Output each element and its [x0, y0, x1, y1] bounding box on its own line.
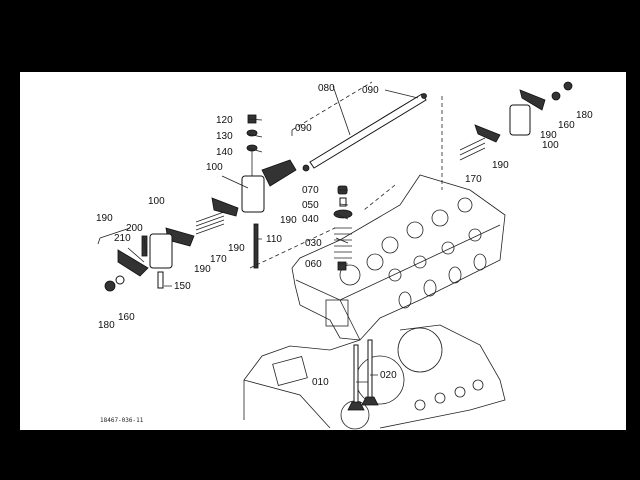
label-200: 200	[126, 223, 143, 234]
rocker-assemblies	[104, 81, 573, 292]
label-170: 170	[210, 254, 227, 265]
label-080: 080	[318, 83, 335, 94]
cylinder-block	[243, 324, 506, 430]
label-090: 090	[295, 123, 312, 134]
label-130: 130	[216, 131, 233, 142]
leader-lines	[97, 81, 443, 383]
label-100: 100	[148, 196, 165, 207]
label-190: 190	[96, 213, 113, 224]
label-070: 070	[302, 185, 319, 196]
drawing-code: 18467-036-11	[100, 417, 144, 424]
label-010: 010	[312, 377, 329, 388]
label-030: 030	[305, 238, 322, 249]
label-150: 150	[174, 281, 191, 292]
valves	[347, 339, 379, 411]
label-090: 090	[362, 85, 379, 96]
label-190: 190	[228, 243, 245, 254]
label-100: 100	[206, 162, 223, 173]
label-180: 180	[576, 110, 593, 121]
label-100: 100	[542, 140, 559, 151]
label-190: 190	[540, 130, 557, 141]
label-040: 040	[302, 214, 319, 225]
label-160: 160	[558, 120, 575, 131]
label-050: 050	[302, 200, 319, 211]
label-060: 060	[305, 259, 322, 270]
valve-spring-stack	[333, 185, 353, 271]
label-190: 190	[194, 264, 211, 275]
rocker-shaft	[302, 93, 427, 172]
label-120: 120	[216, 115, 233, 126]
label-210: 210	[114, 233, 131, 244]
cylinder-head	[291, 174, 506, 341]
label-020: 020	[380, 370, 397, 381]
label-110: 110	[266, 234, 282, 245]
label-190: 190	[492, 160, 509, 171]
label-160: 160	[118, 312, 135, 323]
exploded-view-drawing: 080 090 090 120 130 140 100 100 100 190 …	[96, 81, 593, 430]
parts-diagram-sheet: 080 090 090 120 130 140 100 100 100 190 …	[20, 72, 626, 430]
label-170: 170	[465, 174, 482, 185]
label-190: 190	[280, 215, 297, 226]
label-180: 180	[98, 320, 115, 331]
label-140: 140	[216, 147, 233, 158]
